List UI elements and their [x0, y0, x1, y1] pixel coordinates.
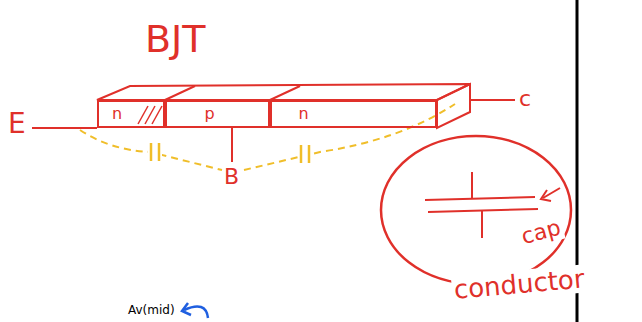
- region-letter: p: [204, 106, 214, 122]
- title-label: BJT: [145, 20, 206, 58]
- emitter-lead: [32, 127, 97, 129]
- terminal-label: c: [519, 88, 531, 110]
- region-letter: n: [112, 106, 122, 122]
- parasitic-path: [80, 130, 222, 170]
- capacitor-symbol: [148, 143, 312, 163]
- note-label: Av(mid): [128, 304, 175, 316]
- bar-divider: [270, 86, 300, 100]
- semiconductor-region: n: [97, 100, 165, 128]
- region-letter: n: [298, 106, 308, 122]
- bar-divider: [165, 86, 195, 100]
- blue-arrow-head: [182, 303, 191, 315]
- parasitic-path: [244, 104, 455, 170]
- base-lead: [231, 128, 233, 162]
- terminal-label: E: [8, 110, 26, 138]
- hatching: [138, 106, 162, 124]
- semiconductor-region: n: [270, 100, 437, 128]
- terminal-label: B: [224, 166, 239, 188]
- note-label: conductor: [451, 264, 588, 304]
- bar-top-face: [97, 84, 470, 100]
- collector-lead: [470, 99, 515, 101]
- zoom-circle: [381, 136, 571, 284]
- part-label: cap: [517, 215, 565, 249]
- semiconductor-region: p: [165, 100, 270, 128]
